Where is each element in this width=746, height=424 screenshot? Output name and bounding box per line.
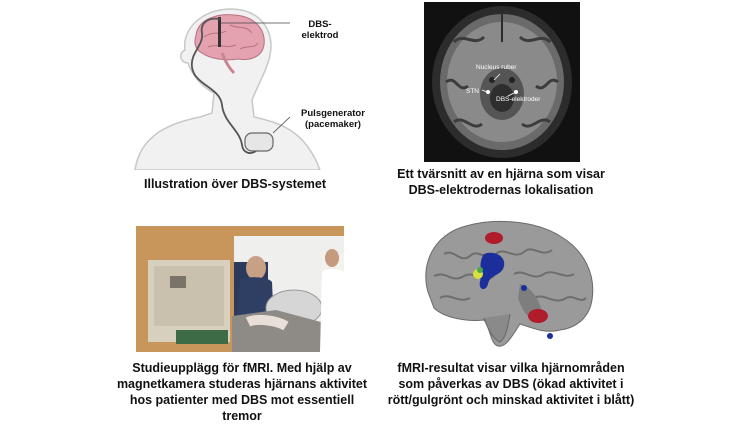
pulse-generator-label: Pulsgenerator (pacemaker) [301, 108, 365, 130]
stn-marker-right [514, 90, 518, 94]
stn-marker-left [486, 90, 490, 94]
pulse-generator-icon [244, 132, 274, 152]
nucleus-ruber-label: Nucleus ruber [476, 64, 517, 71]
fmri-panel [414, 214, 600, 352]
mri-panel: Nucleus ruber STN DBS-elektroder [424, 2, 580, 162]
dbs-illustration-panel: DBS- elektrod Pulsgenerator (pacemaker) [130, 5, 380, 171]
fmri-green-region [477, 267, 483, 273]
study-setup-photo [136, 226, 344, 352]
fmri-blue-region [479, 252, 505, 290]
fmri-red-region-bottom [528, 309, 548, 323]
caption-mri: Ett tvärsnitt av en hjärna som visar DBS… [397, 167, 605, 197]
study-photo-panel [136, 226, 344, 352]
electrode-icon [218, 17, 221, 47]
dbs-electrode-label: DBS-elektroder [496, 96, 541, 103]
fmri-red-region-top [485, 232, 503, 244]
stn-label: STN [466, 88, 479, 95]
electrode-label: DBS- elektrod [301, 19, 339, 41]
dbs-system-illustration [134, 8, 322, 171]
caption-study: Studieupplägg för fMRI. Med hjälp av mag… [116, 361, 368, 423]
mri-cross-section-image [424, 2, 580, 162]
caption-illustration: Illustration över DBS-systemet [144, 177, 326, 191]
caption-fmri: fMRI-resultat visar vilka hjärnområden s… [387, 361, 635, 407]
fmri-brain-image [425, 220, 594, 347]
